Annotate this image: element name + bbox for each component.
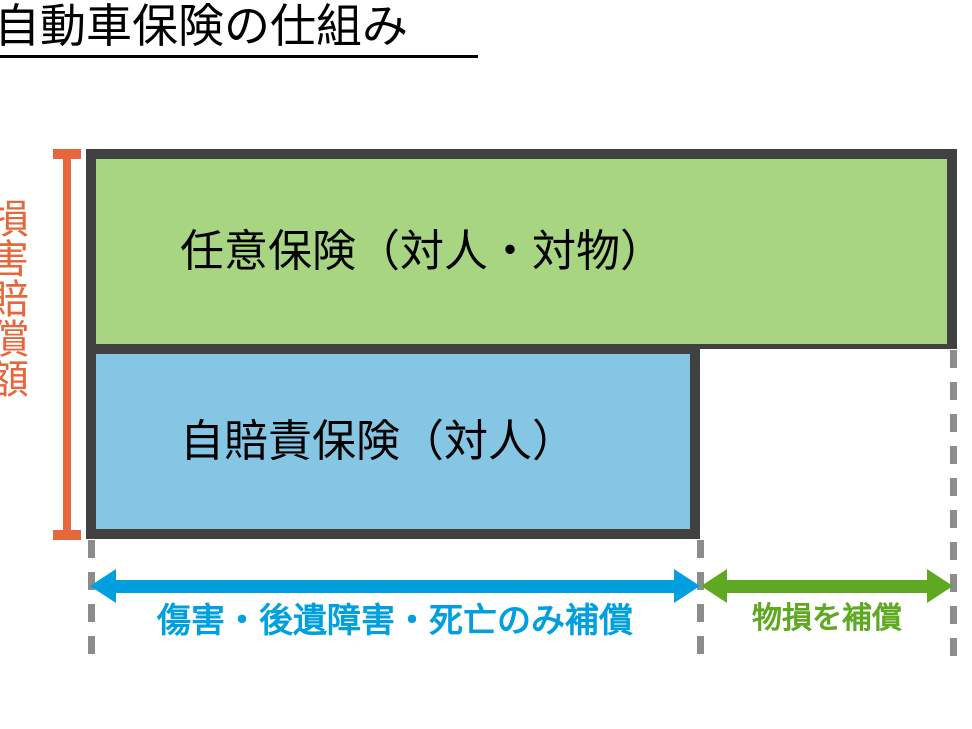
page-title: 自動車保険の仕組み [0,0,408,53]
injury-coverage-arrow [90,569,700,603]
guide-line-middle [697,540,704,658]
damage-amount-bracket-top-cap [53,149,81,159]
vertical-axis-label: 損害賠償額 [0,198,28,398]
title-underline [0,55,478,58]
arrow-head-right-icon [927,569,953,603]
compulsory-insurance-label: 自賠責保険（対人） [180,415,576,467]
arrow-head-left-icon [701,569,727,603]
arrow-head-left-icon [90,569,116,603]
arrow-shaft [116,579,674,593]
damage-amount-bracket-stem [63,149,71,540]
property-coverage-arrow [701,569,953,603]
optional-insurance-box: 任意保険（対人・対物） [86,149,957,349]
optional-insurance-label: 任意保険（対人・対物） [180,225,664,277]
damage-amount-bracket-bottom-cap [53,530,81,540]
compulsory-insurance-box: 自賠責保険（対人） [86,349,700,539]
property-coverage-caption: 物損を補償 [752,601,902,636]
arrow-shaft [727,579,927,593]
injury-coverage-caption: 傷害・後遺障害・死亡のみ補償 [157,601,633,641]
arrow-head-right-icon [674,569,700,603]
guide-line-right [950,350,957,658]
